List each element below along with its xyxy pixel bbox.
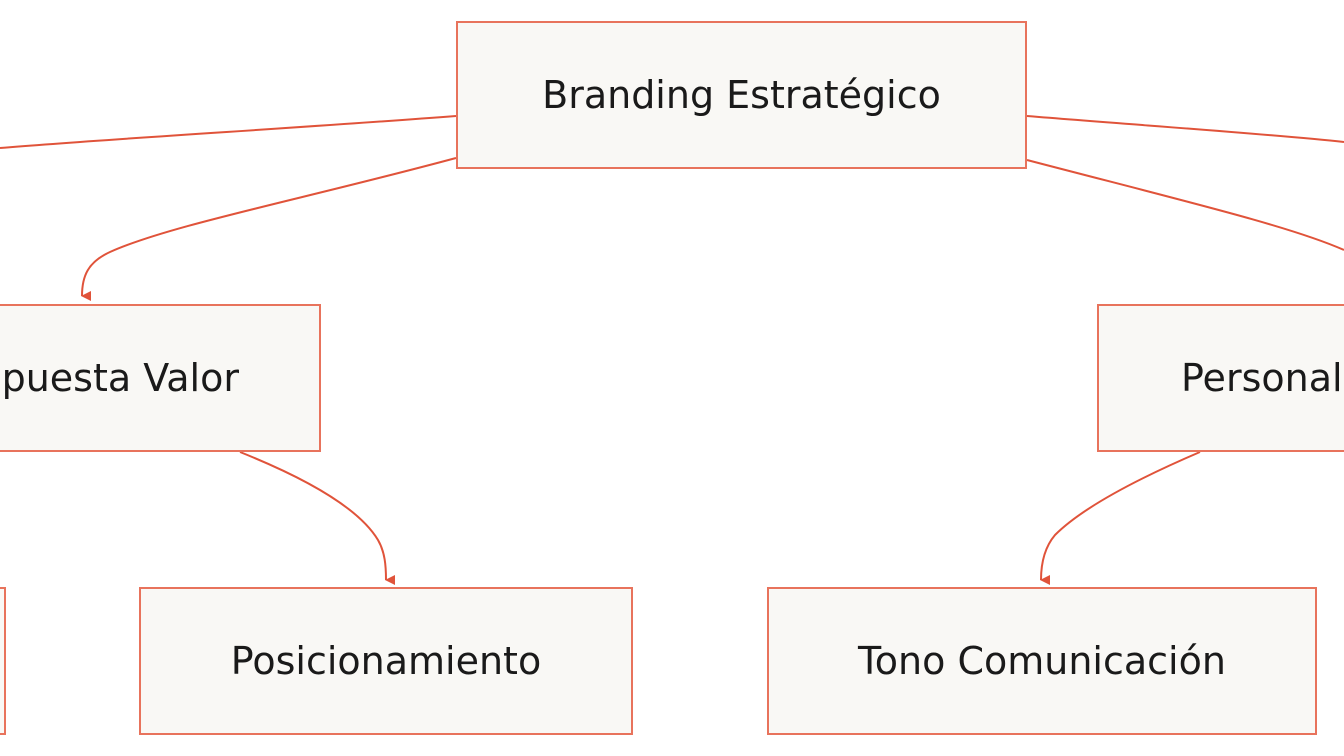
node-label: Tono Comunicación — [858, 639, 1226, 683]
edge-root-personalidad — [1026, 159, 1344, 251]
node-label: Personal — [1181, 356, 1343, 400]
node-posicionamiento[interactable]: Posicionamiento — [139, 587, 633, 735]
node-branding-estrategico[interactable]: Branding Estratégico — [456, 21, 1027, 169]
node-left-partial[interactable] — [0, 587, 6, 735]
node-label: Branding Estratégico — [542, 73, 941, 117]
node-propuesta-valor[interactable]: puesta Valor — [0, 304, 321, 452]
node-tono-comunicacion[interactable]: Tono Comunicación — [767, 587, 1317, 735]
edge-propuesta-posicionamiento — [239, 451, 396, 585]
edge-root-offscreen-left — [0, 115, 457, 149]
edge-root-offscreen-right — [1026, 115, 1344, 143]
node-label: puesta Valor — [1, 356, 239, 400]
node-label: Posicionamiento — [230, 639, 542, 683]
node-personalidad[interactable]: Personal — [1097, 304, 1344, 452]
edge-root-propuesta — [81, 157, 457, 302]
edge-personalidad-tono — [1040, 451, 1201, 586]
